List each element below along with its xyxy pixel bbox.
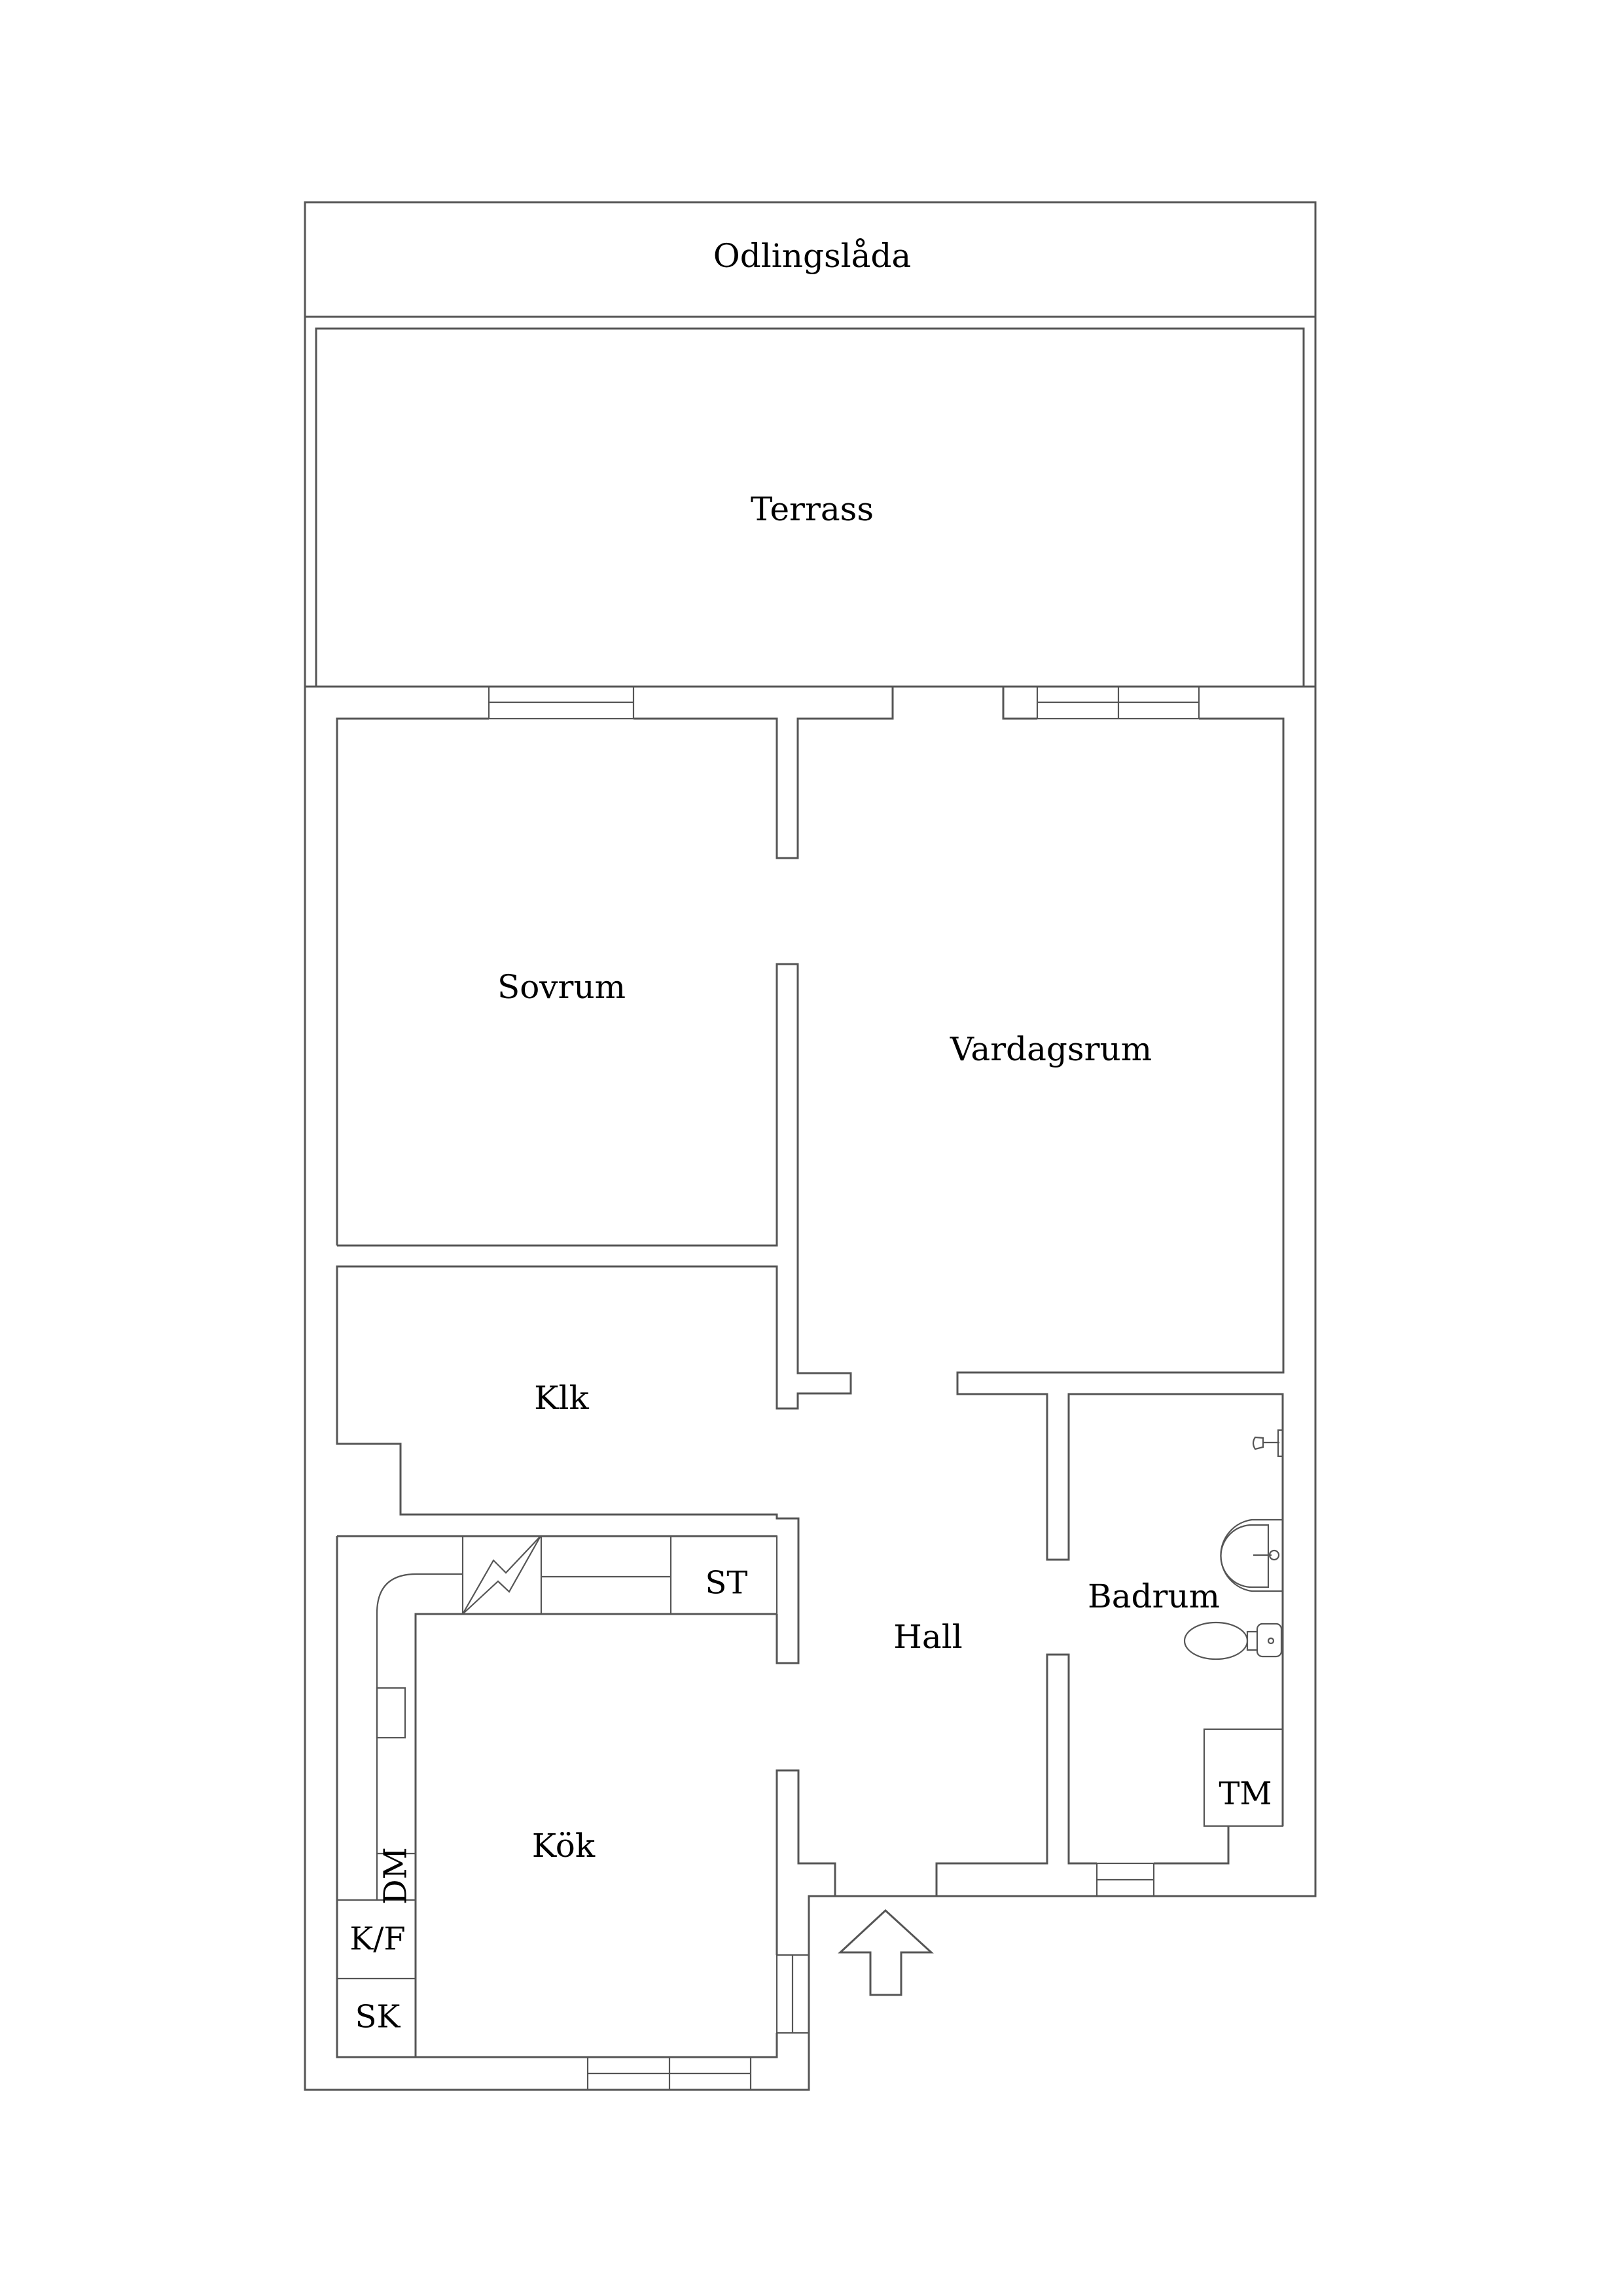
kitchen-counters: [336, 1535, 836, 2091]
entrance-arrow-icon[interactable]: [838, 1909, 934, 1996]
fixture-label-stove-top: ST: [705, 1565, 748, 1602]
room-label-walk-in-closet: Klk: [534, 1379, 589, 1417]
kitchen-side-window: [776, 1954, 810, 2034]
washing-machine-box: [1203, 1728, 1284, 1827]
top-inner-wall: [336, 685, 1285, 1826]
planter-label: Odlingslåda: [713, 237, 911, 275]
stove-lightning-icon: [462, 1535, 541, 1615]
fixture-label-dishwasher: DM: [378, 1847, 414, 1905]
living-room-window: [1036, 685, 1200, 720]
sink-icon: [1220, 1518, 1283, 1592]
fixture-label-fridge-freezer: K/F: [349, 1921, 405, 1958]
kitchen-bottom-window: [586, 2056, 752, 2091]
stove-cell: [461, 1535, 543, 1615]
room-label-kitchen: Kök: [532, 1827, 596, 1865]
terrace-label: Terrass: [751, 490, 874, 528]
bedroom-wall: [336, 963, 852, 1664]
fixture-label-washing-machine: TM: [1219, 1776, 1272, 1812]
st-cell: [669, 1535, 778, 1615]
fixture-label-cabinet: SK: [355, 1999, 401, 2036]
bedroom-window: [488, 685, 635, 720]
room-label-living-room: Vardagsrum: [950, 1030, 1152, 1068]
room-label-bedroom: Sovrum: [497, 968, 626, 1006]
hall-walls: [808, 1393, 1230, 2090]
kitchen-sink-cabinet: [376, 1687, 406, 1739]
outdoor-area: [304, 201, 1317, 688]
room-label-bathroom: Badrum: [1088, 1577, 1220, 1615]
bathroom-window: [1096, 1862, 1155, 1897]
toilet-icon: [1183, 1621, 1283, 1660]
outer-wall: [304, 687, 1317, 2091]
shower-icon: [1252, 1429, 1284, 1458]
room-label-hall: Hall: [893, 1618, 962, 1656]
planter-box: [304, 201, 1317, 318]
